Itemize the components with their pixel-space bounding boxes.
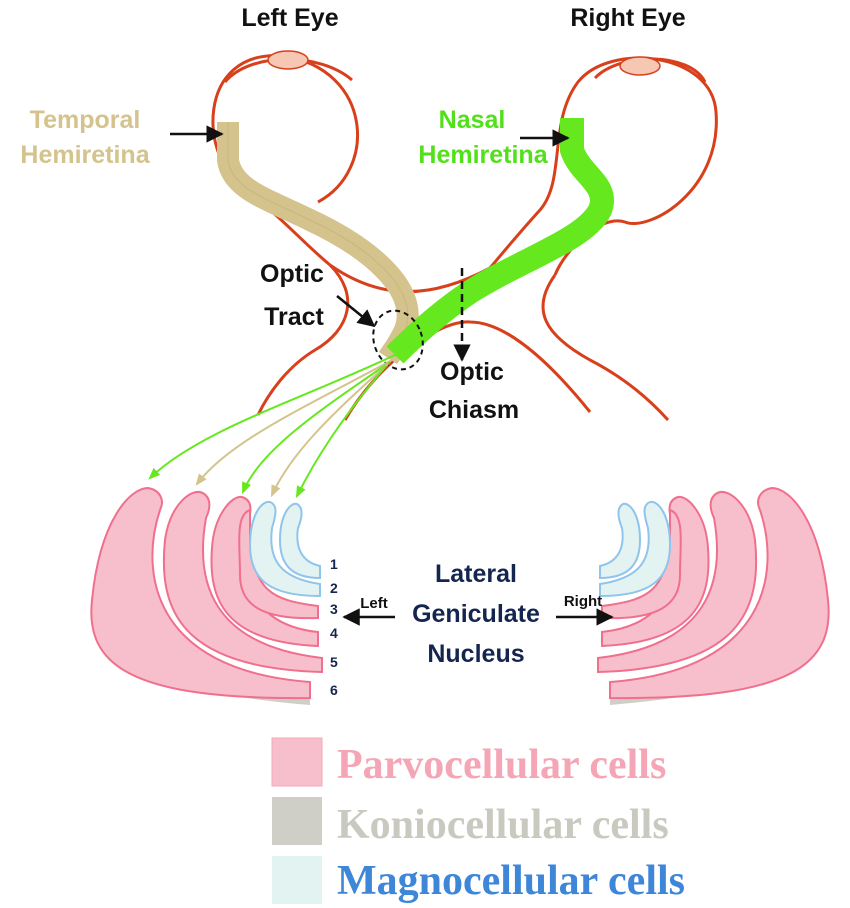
optic-tract-arrow xyxy=(336,295,376,328)
left-eye-label: Left Eye xyxy=(241,4,338,32)
nasal-label-line2: Hemiretina xyxy=(418,141,548,169)
lgn-layer-numbers: 1 2 3 4 5 6 xyxy=(330,556,338,698)
legend-swatch-magnocellular xyxy=(272,856,322,904)
nasal-label-line1: Nasal xyxy=(439,106,506,134)
legend-label-parvocellular: Parvocellular cells xyxy=(337,742,666,788)
lgn-layer-3 xyxy=(238,508,319,620)
layer-number: 5 xyxy=(330,654,338,670)
lgn-right-arrow-label: Right xyxy=(564,593,602,610)
layer-number: 2 xyxy=(330,580,338,596)
lgn-layer-6 xyxy=(90,486,311,700)
lgn-label-line3: Nucleus xyxy=(427,640,524,668)
right-eye-label: Right Eye xyxy=(570,4,685,32)
temporal-label-line2: Hemiretina xyxy=(20,141,150,169)
legend-label-magnocellular: Magnocellular cells xyxy=(337,858,685,904)
legend-label-koniocellular: Koniocellular cells xyxy=(337,802,669,848)
left-eye-lens xyxy=(267,50,309,70)
temporal-label-line1: Temporal xyxy=(30,106,141,134)
right-eye-outline xyxy=(488,56,718,269)
lgn-label-line2: Geniculate xyxy=(412,600,540,628)
lgn-layer-2 xyxy=(248,500,321,598)
optic-tract-label-line2: Tract xyxy=(264,303,324,331)
optic-chiasm-label-line1: Optic xyxy=(440,358,504,386)
layer-number: 3 xyxy=(330,601,338,617)
left-lgn xyxy=(90,486,323,705)
lgn-layer-1 xyxy=(278,502,321,580)
legend: Parvocellular cells Koniocellular cells … xyxy=(271,737,685,904)
legend-swatch-koniocellular xyxy=(272,797,322,845)
layer-number: 6 xyxy=(330,682,338,698)
optic-chiasm-label-line2: Chiasm xyxy=(429,396,519,424)
layer-number: 4 xyxy=(330,625,338,641)
nasal-fiber-bundle xyxy=(386,118,614,364)
right-eye-lens xyxy=(619,56,661,76)
optic-tract-label-line1: Optic xyxy=(260,260,324,288)
layer-number: 1 xyxy=(330,556,338,572)
right-lgn xyxy=(597,486,830,705)
lgn-label-line1: Lateral xyxy=(435,560,517,588)
lgn-layer-5 xyxy=(162,490,323,674)
radiating-fibers xyxy=(148,354,396,499)
lgn-left-arrow-label: Left xyxy=(360,595,388,612)
legend-swatch-parvocellular xyxy=(272,738,322,786)
